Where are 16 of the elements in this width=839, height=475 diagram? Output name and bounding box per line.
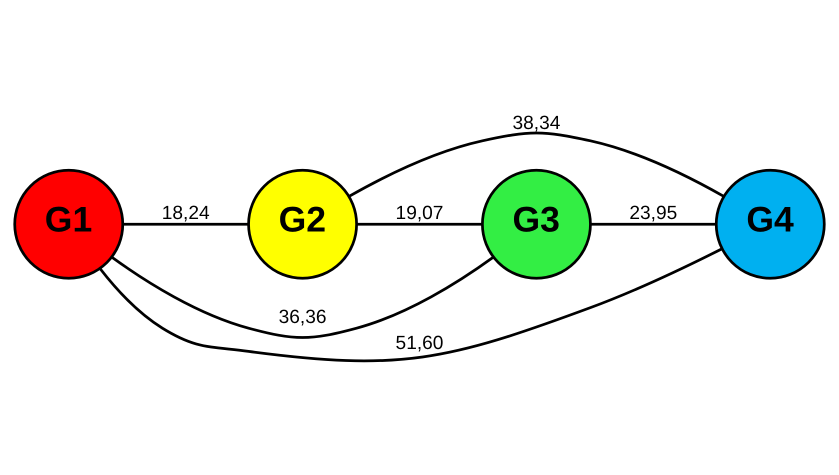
connector (123, 222, 248, 226)
edge-label: 19,07 (396, 203, 444, 224)
edge-label: 36,36 (278, 306, 327, 328)
edge-label: 38,34 (512, 112, 560, 134)
connector (356, 222, 482, 226)
node-circle: G2 (247, 168, 358, 280)
edge-label: 51,60 (396, 332, 444, 354)
connector (348, 132, 725, 198)
edge-label: 18,24 (162, 203, 210, 224)
connector (99, 248, 723, 362)
connector (590, 222, 716, 226)
node-circle: G3 (481, 168, 592, 280)
node-circle: G1 (13, 168, 124, 280)
connector (111, 256, 494, 339)
edge-label: 23,95 (629, 203, 678, 224)
node-circle: G4 (714, 168, 826, 280)
